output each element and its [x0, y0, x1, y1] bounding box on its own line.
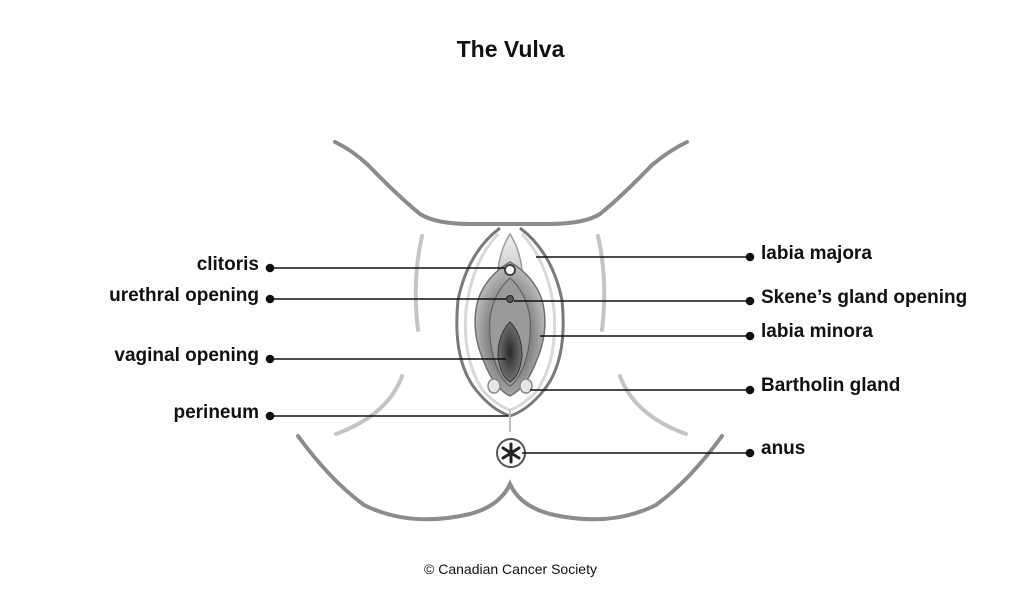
clitoris-shape [504, 264, 516, 276]
label-labia-majora: labia majora [761, 243, 872, 264]
label-vaginal-opening: vaginal opening [114, 345, 259, 366]
label-urethral-opening: urethral opening [109, 285, 259, 306]
anus-shape [496, 438, 526, 468]
label-labia-minora: labia minora [761, 321, 873, 342]
label-perineum: perineum [173, 402, 259, 423]
leader-lines [265, 252, 755, 458]
thigh-creases [334, 234, 688, 436]
vaginal-opening-shape [497, 321, 523, 383]
urethral-opening-shape [506, 295, 514, 303]
label-bartholin-gland: Bartholin gland [761, 375, 901, 396]
label-anus: anus [761, 438, 806, 459]
diagram-title: The Vulva [456, 36, 565, 62]
label-clitoris: clitoris [196, 254, 259, 275]
bartholin-gland-shape [487, 378, 501, 394]
copyright-credit: © Canadian Cancer Society [424, 561, 597, 577]
label-skenes-gland-opening: Skene’s gland opening [761, 287, 968, 308]
body-outline [296, 140, 724, 522]
